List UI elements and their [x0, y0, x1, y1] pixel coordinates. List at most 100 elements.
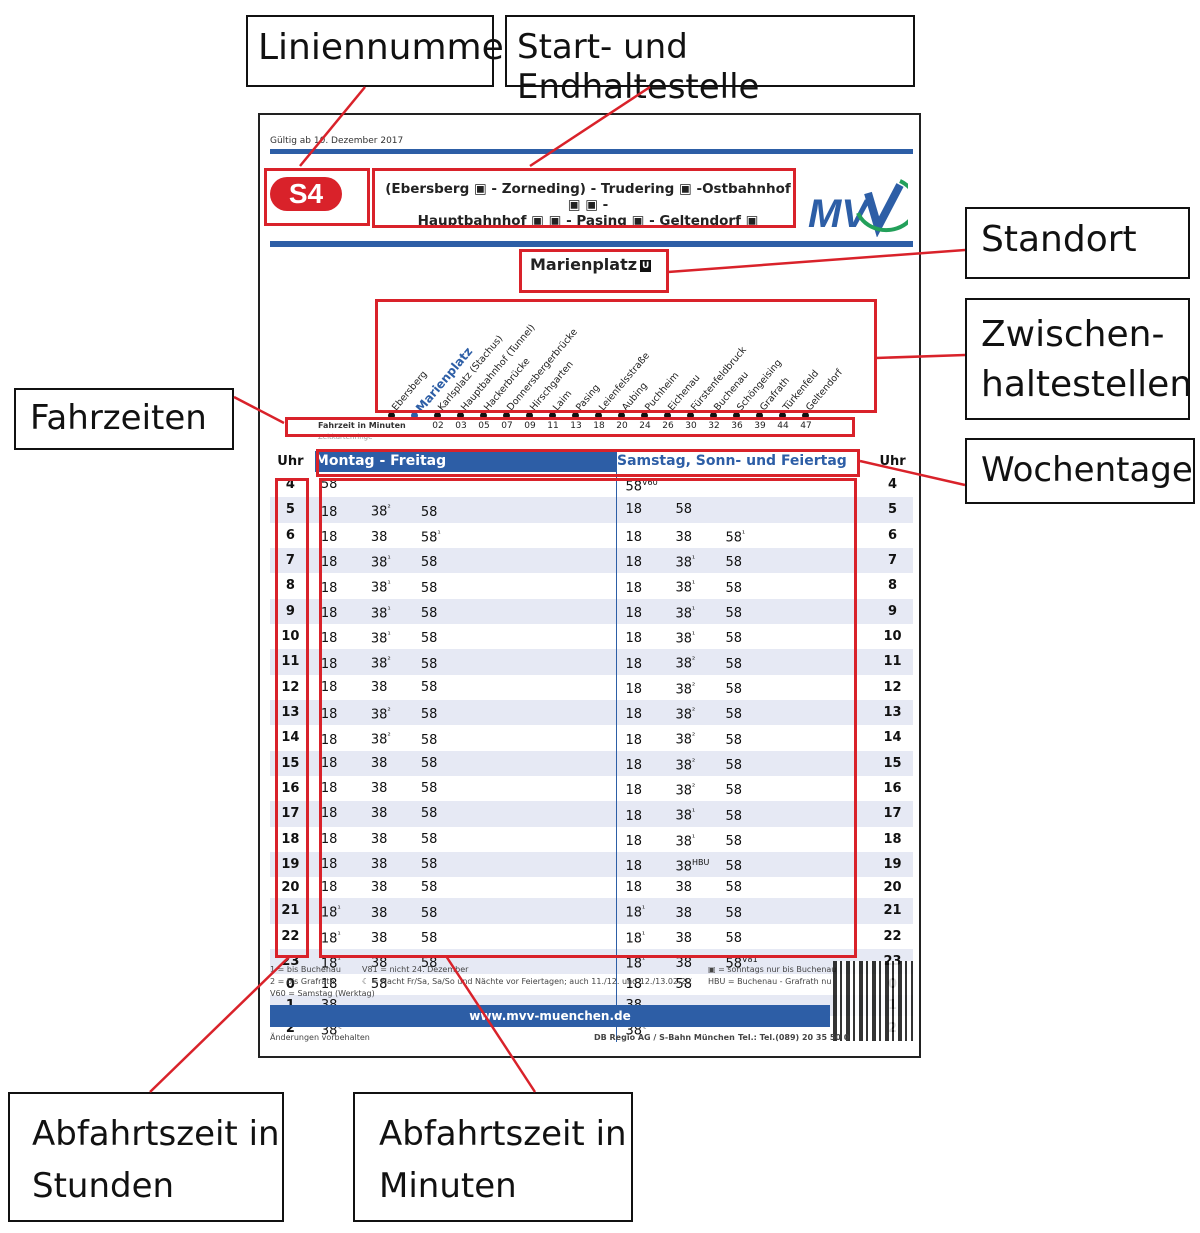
- departure-minute: 18: [320, 656, 338, 672]
- travel-time: 11: [547, 421, 559, 431]
- travel-time: 18: [593, 421, 605, 431]
- departure-minute: 58: [725, 905, 743, 921]
- station-dot: [756, 412, 763, 419]
- departure-minute: 18: [625, 631, 643, 647]
- departure-minute: 18: [625, 808, 643, 824]
- travel-time: 03: [455, 421, 467, 431]
- highlight-travel-times: [285, 417, 855, 437]
- station-dot: [595, 412, 602, 419]
- departure-minute: 38: [370, 930, 388, 946]
- departure-minute: 58¹: [420, 528, 441, 545]
- hour-cell: 4: [888, 477, 898, 493]
- travel-time: 05: [478, 421, 490, 431]
- note-2: 2 = bis Grafrath: [270, 977, 335, 986]
- station-dot: [549, 412, 556, 419]
- departure-minute: 18: [625, 580, 643, 596]
- stop-name-text: Marienplatz: [530, 255, 638, 274]
- travel-time-label: Fahrzeit in Minuten: [318, 421, 406, 430]
- departure-minute: 58: [420, 656, 438, 672]
- departure-minute: 58: [725, 681, 743, 697]
- departure-minute: 38¹: [675, 832, 696, 849]
- hour-cell: 18: [883, 831, 902, 847]
- callout-text: Abfahrtszeit in: [32, 1114, 280, 1154]
- departure-minute: 38²: [675, 781, 696, 799]
- mvv-logo: MV: [808, 173, 919, 238]
- departure-minute: 58: [420, 580, 438, 596]
- departure-minute: 58: [725, 631, 743, 647]
- callout-text: Start- und Endhaltestelle: [517, 27, 760, 107]
- note-6: ▣ = sonntags nur bis Buchenau: [708, 965, 837, 974]
- departure-minute: 38²: [370, 655, 391, 672]
- hour-cell: 17: [872, 801, 913, 827]
- departure-minute: 58: [420, 755, 438, 771]
- departure-minute: 38¹: [370, 579, 391, 596]
- departure-minute: 38¹: [675, 629, 696, 647]
- departure-minute: 18: [320, 555, 338, 571]
- departure-minute: 58: [420, 857, 438, 873]
- departure-minute: 18: [625, 880, 643, 896]
- hour-cell: 9: [872, 598, 913, 624]
- station-dot: [434, 412, 441, 419]
- hour-cell: 10: [281, 629, 300, 645]
- departure-minute: 38: [675, 529, 693, 545]
- valid-from: Gültig ab 10. Dezember 2017: [270, 136, 404, 146]
- header-bar-bottom: [270, 241, 913, 247]
- departure-minute: 38¹: [675, 579, 696, 596]
- departure-minute: 18: [320, 781, 338, 797]
- hour-cell: 8: [888, 578, 898, 594]
- departure-minute: 38: [370, 806, 388, 822]
- qr-code[interactable]: [833, 961, 913, 1041]
- departure-minute: 38: [370, 905, 388, 921]
- departure-minute: 58: [420, 880, 438, 896]
- travel-time: 07: [501, 421, 513, 431]
- station-dot: [480, 412, 487, 419]
- departure-minute: 38²: [370, 731, 391, 748]
- departure-minute: 38²: [370, 705, 391, 723]
- departure-minute: 18: [320, 806, 338, 822]
- highlight-stop: [519, 249, 669, 293]
- zone-label: Zeitkartenringe: [318, 433, 373, 441]
- departure-minute: 58: [420, 781, 438, 797]
- callout-fahrzeiten: Fahrzeiten: [14, 388, 234, 450]
- travel-time: 47: [800, 421, 812, 431]
- hour-cell: 13: [872, 699, 913, 726]
- departure-minute: 58V60: [625, 478, 658, 495]
- departure-minute: 58: [420, 631, 438, 647]
- callout-text: Zwischen-: [981, 314, 1165, 355]
- departure-minute: 18: [320, 631, 338, 647]
- departure-minute: 38: [675, 905, 693, 921]
- travel-time: 32: [708, 421, 720, 431]
- travel-time: 36: [731, 421, 743, 431]
- departure-minute: 38¹: [675, 604, 696, 621]
- route-line-1: (Ebersberg ▣ - Zorneding) - Trudering ▣ …: [385, 181, 791, 213]
- departure-minute: 58: [725, 783, 743, 799]
- departure-minute: 38: [370, 956, 388, 972]
- note-4: V81 = nicht 24. Dezember: [362, 965, 469, 974]
- departure-minute: 18: [625, 681, 643, 697]
- departure-minute: 18¹: [320, 954, 341, 972]
- callout-liniennummer: Liniennummer: [246, 15, 519, 87]
- callout-abfahrt-minuten: Abfahrtszeit in Minuten: [353, 1092, 633, 1222]
- website-url[interactable]: www.mvv-muenchen.de: [270, 1005, 830, 1027]
- departure-minute: 38: [370, 755, 388, 771]
- hour-cell: 11: [872, 649, 913, 675]
- departure-minute: 58: [725, 859, 743, 875]
- u-bahn-badge: U: [640, 259, 652, 272]
- note-7: HBU = Buchenau - Grafrath nur sonntags: [708, 977, 832, 986]
- departure-minute: 18: [625, 977, 643, 993]
- callout-text: Standort: [981, 219, 1137, 260]
- mvv-logo-icon: MV: [808, 179, 919, 238]
